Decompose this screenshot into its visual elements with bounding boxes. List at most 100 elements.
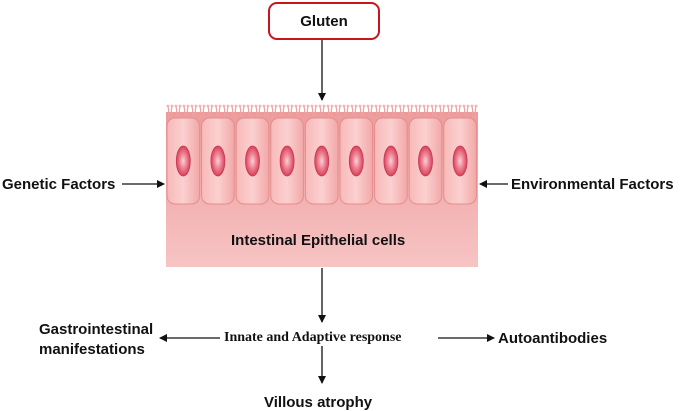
microvillus-tip	[362, 104, 366, 108]
cell-nucleus	[314, 145, 330, 177]
microvillus-tip	[474, 104, 478, 108]
cell-nucleus	[210, 145, 226, 177]
microvillus-tip	[418, 104, 422, 108]
microvillus-tip	[398, 104, 402, 108]
intestinal-epithelium	[166, 104, 478, 267]
genetic-factors-label: Genetic Factors	[2, 176, 116, 193]
microvillus-tip	[450, 104, 454, 108]
microvillus-tip	[326, 104, 330, 108]
microvillus-tip	[454, 104, 458, 108]
cell-nucleus	[383, 145, 399, 177]
microvillus-tip	[302, 104, 306, 108]
microvillus-tip	[358, 104, 362, 108]
microvillus-tip	[266, 104, 270, 108]
microvillus-tip	[166, 104, 170, 108]
microvillus-tip	[210, 104, 214, 108]
microvillus-tip	[414, 104, 418, 108]
microvillus-tip	[342, 104, 346, 108]
microvillus-tip	[242, 104, 246, 108]
microvillus-tip	[218, 104, 222, 108]
microvillus-tip	[386, 104, 390, 108]
microvillus-tip	[346, 104, 350, 108]
microvillus-tip	[230, 104, 234, 108]
microvillus-tip	[246, 104, 250, 108]
microvillus-tip	[198, 104, 202, 108]
microvillus-tip	[394, 104, 398, 108]
microvillus-tip	[466, 104, 470, 108]
microvillus-tip	[458, 104, 462, 108]
microvillus-tip	[410, 104, 414, 108]
gastrointestinal-label-line1: Gastrointestinal	[39, 321, 154, 338]
microvillus-tip	[330, 104, 334, 108]
microvillus-tip	[234, 104, 238, 108]
microvillus-tip	[278, 104, 282, 108]
microvillus-tip	[374, 104, 378, 108]
cell-nucleus	[245, 145, 260, 177]
microvillus-tip	[186, 104, 190, 108]
microvillus-tip	[378, 104, 382, 108]
microvillus-tip	[194, 104, 198, 108]
microvillus-tip	[366, 104, 370, 108]
microvillus-tip	[422, 104, 426, 108]
microvillus-tip	[370, 104, 374, 108]
tissue-label: Intestinal Epithelial cells	[231, 232, 406, 249]
microvillus-tip	[430, 104, 434, 108]
microvillus-tip	[442, 104, 446, 108]
environmental-factors-label: Environmental Factors	[511, 176, 674, 193]
microvillus-tip	[286, 104, 290, 108]
microvillus-tip	[382, 104, 386, 108]
microvillus-tip	[390, 104, 394, 108]
microvillus-tip	[406, 104, 410, 108]
microvillus-tip	[170, 104, 174, 108]
cell-nucleus	[452, 145, 468, 177]
microvillus-tip	[310, 104, 314, 108]
microvillus-tip	[306, 104, 310, 108]
cell-nucleus	[175, 145, 191, 177]
microvillus-tip	[462, 104, 466, 108]
microvillus-tip	[274, 104, 278, 108]
microvillus-tip	[190, 104, 194, 108]
microvillus-tip	[282, 104, 286, 108]
immune-response-label: Innate and Adaptive response	[224, 330, 402, 345]
microvillus-tip	[250, 104, 254, 108]
microvillus-tip	[254, 104, 258, 108]
microvillus-tip	[202, 104, 206, 108]
cell-nucleus	[348, 145, 364, 177]
microvillus-tip	[434, 104, 438, 108]
microvillus-tip	[214, 104, 218, 108]
gluten-node: Gluten	[268, 2, 380, 40]
gastrointestinal-label-line2: manifestations	[39, 341, 145, 358]
microvillus-tip	[262, 104, 266, 108]
microvillus-tip	[206, 104, 210, 108]
microvillus-tip	[294, 104, 298, 108]
microvillus-tip	[298, 104, 302, 108]
microvillus-tip	[290, 104, 294, 108]
microvillus-tip	[334, 104, 338, 108]
microvillus-tip	[178, 104, 182, 108]
microvillus-tip	[446, 104, 450, 108]
microvillus-tip	[270, 104, 274, 108]
microvillus-tip	[438, 104, 442, 108]
microvillus-tip	[350, 104, 354, 108]
microvillus-tip	[226, 104, 230, 108]
microvillus-tip	[322, 104, 326, 108]
microvillus-tip	[338, 104, 342, 108]
microvillus-tip	[426, 104, 430, 108]
microvillus-tip	[182, 104, 186, 108]
microvillus-tip	[354, 104, 358, 108]
microvillus-tip	[402, 104, 406, 108]
epithelial-cells	[166, 117, 477, 205]
cell-nucleus	[279, 145, 295, 177]
microvillus-tip	[222, 104, 226, 108]
microvillus-tip	[258, 104, 262, 108]
microvillus-tip	[174, 104, 178, 108]
villous-atrophy-label: Villous atrophy	[264, 394, 373, 411]
microvillus-tip	[314, 104, 318, 108]
gluten-label: Gluten	[300, 12, 348, 30]
autoantibodies-label: Autoantibodies	[498, 330, 608, 347]
microvillus-tip	[470, 104, 474, 108]
microvillus-tip	[318, 104, 322, 108]
microvillus-tip	[238, 104, 242, 108]
